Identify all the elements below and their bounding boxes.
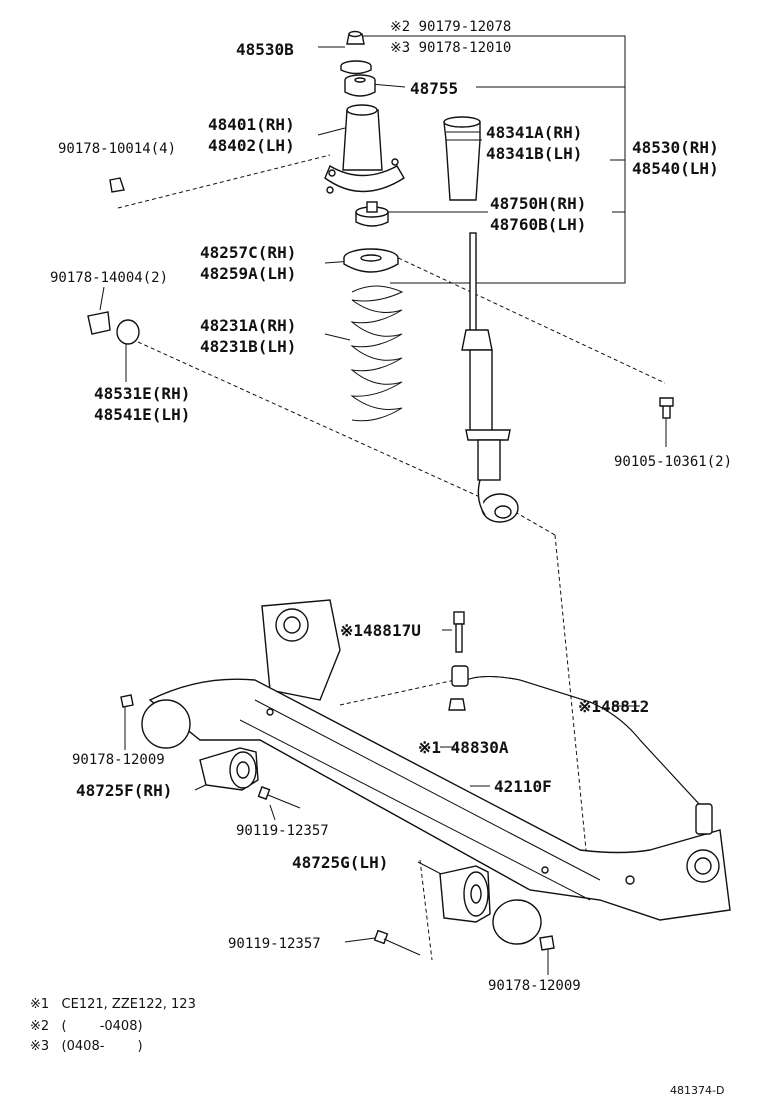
coil-spring-icon xyxy=(350,285,404,422)
label-90179-12078: ※2 90179-12078 xyxy=(390,19,511,35)
footnote-3: ※3 (0408- ) xyxy=(30,1039,143,1054)
dust-boot-icon xyxy=(443,116,481,201)
footnote-2: ※2 ( -0408) xyxy=(30,1019,143,1034)
spacer-washer-icon xyxy=(340,60,372,75)
label-90119-12357-b: 90119-12357 xyxy=(228,936,321,952)
label-48541E: 48541E(LH) xyxy=(94,405,190,424)
nut-top-icon xyxy=(346,30,365,45)
label-48817U: ※148817U xyxy=(340,621,421,640)
label-48530B: 48530B xyxy=(236,40,294,59)
label-48341B: 48341B(LH) xyxy=(486,144,582,163)
shock-mount-icon xyxy=(324,104,405,194)
bumper-cushion-icon xyxy=(87,311,140,345)
nut-90178-12009-a-icon xyxy=(120,694,134,708)
label-48259A: 48259A(LH) xyxy=(200,264,296,283)
label-48760B: 48760B(LH) xyxy=(490,215,586,234)
label-48257C: 48257C(RH) xyxy=(200,243,296,262)
label-90178-12009-b: 90178-12009 xyxy=(488,978,581,994)
label-48540-lh: 48540(LH) xyxy=(632,159,719,178)
label-48531E: 48531E(RH) xyxy=(94,384,190,403)
label-48725G: 48725G(LH) xyxy=(292,853,388,872)
label-48830A: ※1 48830A xyxy=(418,738,509,757)
label-48725F: 48725F(RH) xyxy=(76,781,172,800)
bushing-lh-icon xyxy=(439,865,491,923)
axle-beam-icon xyxy=(141,599,731,945)
spring-insulator-icon xyxy=(343,248,399,273)
label-90105-10361: 90105-10361(2) xyxy=(614,454,732,470)
label-90178-14004: 90178-14004(2) xyxy=(50,270,168,286)
label-48231B: 48231B(LH) xyxy=(200,337,296,356)
stabilizer-bolt-icon xyxy=(453,611,465,653)
label-48401: 48401(RH) xyxy=(208,115,295,134)
label-90178-12010: ※3 90178-12010 xyxy=(390,40,511,56)
label-48402: 48402(LH) xyxy=(208,136,295,155)
label-48341A: 48341A(RH) xyxy=(486,123,582,142)
label-48231A: 48231A(RH) xyxy=(200,316,296,335)
bushing-48755-icon xyxy=(344,74,376,97)
label-90178-10014: 90178-10014(4) xyxy=(58,141,176,157)
shock-bolt-icon xyxy=(659,397,674,419)
label-42110F: 42110F xyxy=(494,777,552,796)
bolt-90119-b-icon xyxy=(373,929,421,956)
label-48812: ※148812 xyxy=(578,697,649,716)
label-90178-12009-a: 90178-12009 xyxy=(72,752,165,768)
label-48755: 48755 xyxy=(410,79,458,98)
footnote-1: ※1 CE121, ZZE122, 123 xyxy=(30,997,196,1012)
label-48530-rh: 48530(RH) xyxy=(632,138,719,157)
bolt-90119-a-icon xyxy=(257,786,301,809)
shock-absorber-icon xyxy=(461,232,519,523)
bound-stopper-bolt-icon xyxy=(109,177,125,193)
stabilizer-bar-icon xyxy=(451,665,713,835)
nut-90178-12009-b-icon xyxy=(539,935,555,951)
bushing-rh-icon xyxy=(199,747,259,791)
stabilizer-nut-icon xyxy=(448,698,466,711)
bumper-stopper-icon xyxy=(355,201,389,227)
diagram-code: 481374-D xyxy=(670,1084,724,1097)
label-90119-12357-a: 90119-12357 xyxy=(236,823,329,839)
label-48750H: 48750H(RH) xyxy=(490,194,586,213)
